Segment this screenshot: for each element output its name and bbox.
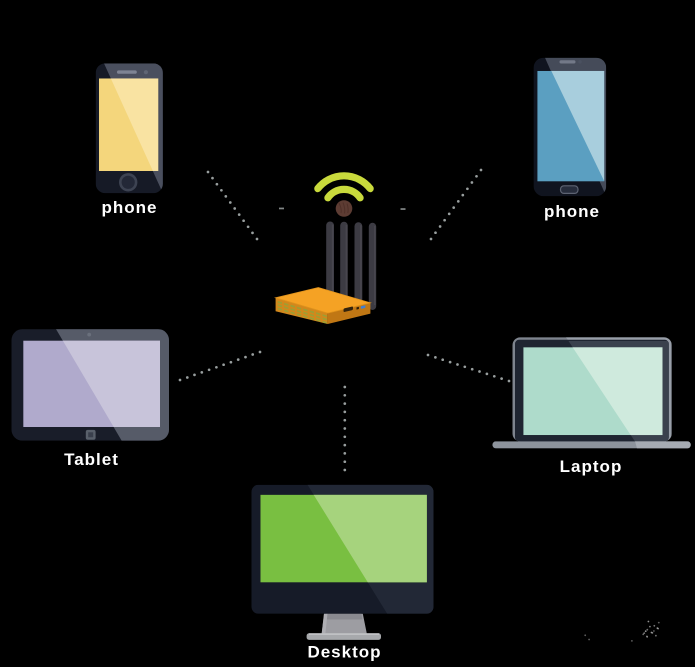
svg-text:phone: phone <box>544 202 600 221</box>
svg-text:phone: phone <box>102 198 158 217</box>
svg-text:Tablet: Tablet <box>64 450 119 469</box>
svg-text:Laptop: Laptop <box>560 457 623 476</box>
svg-text:Desktop: Desktop <box>307 643 381 662</box>
